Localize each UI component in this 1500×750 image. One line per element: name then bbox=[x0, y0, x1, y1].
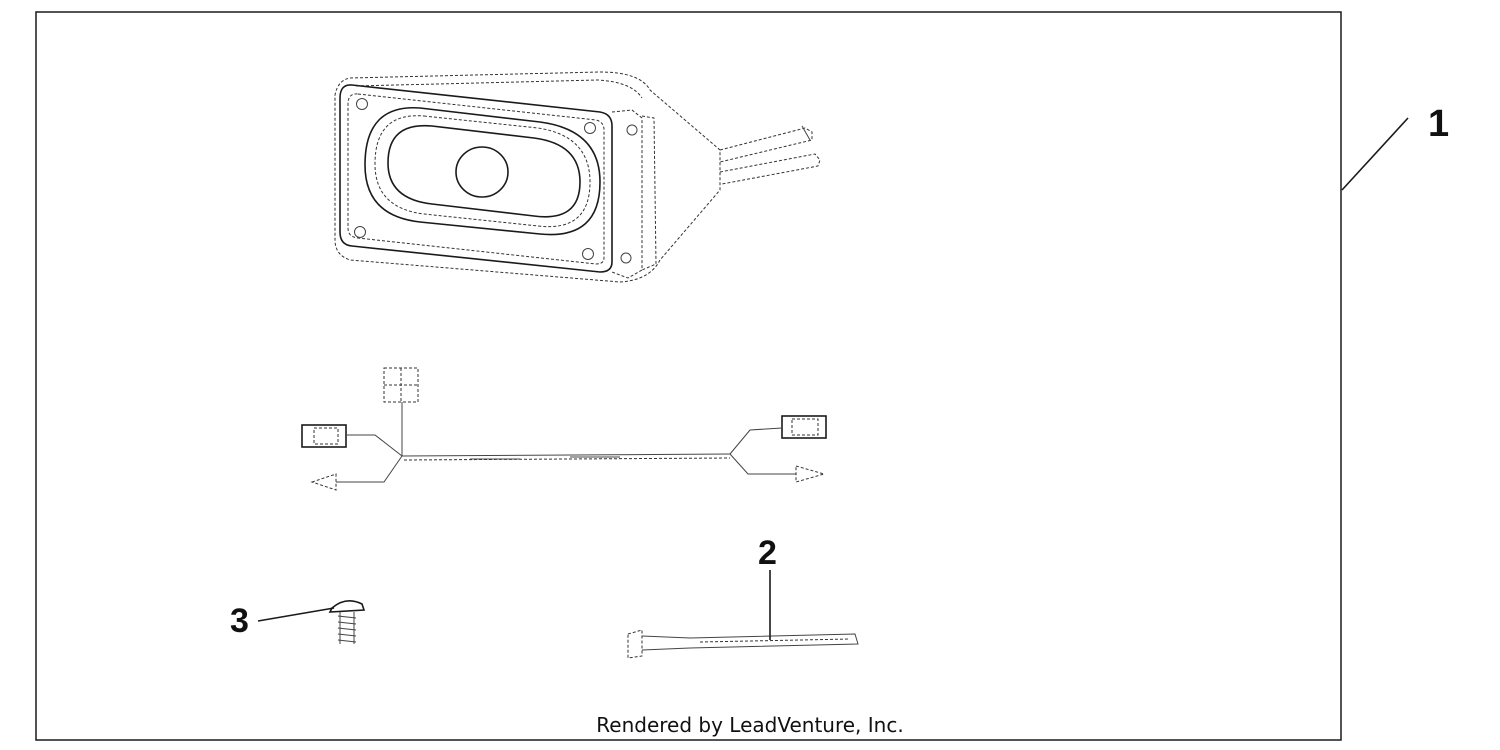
callout-3: 3 bbox=[230, 602, 249, 640]
speaker-illustration bbox=[334, 71, 821, 283]
leader-line-1 bbox=[1341, 117, 1409, 191]
screw-illustration bbox=[328, 600, 366, 644]
kit-border bbox=[35, 11, 1342, 741]
callout-1: 1 bbox=[1428, 103, 1449, 145]
cable-tie-illustration bbox=[627, 629, 859, 659]
wire-harness-illustration bbox=[301, 367, 827, 491]
leader-line-3 bbox=[257, 607, 335, 622]
render-credit: Rendered by LeadVenture, Inc. bbox=[596, 713, 903, 737]
callout-2: 2 bbox=[758, 534, 777, 572]
